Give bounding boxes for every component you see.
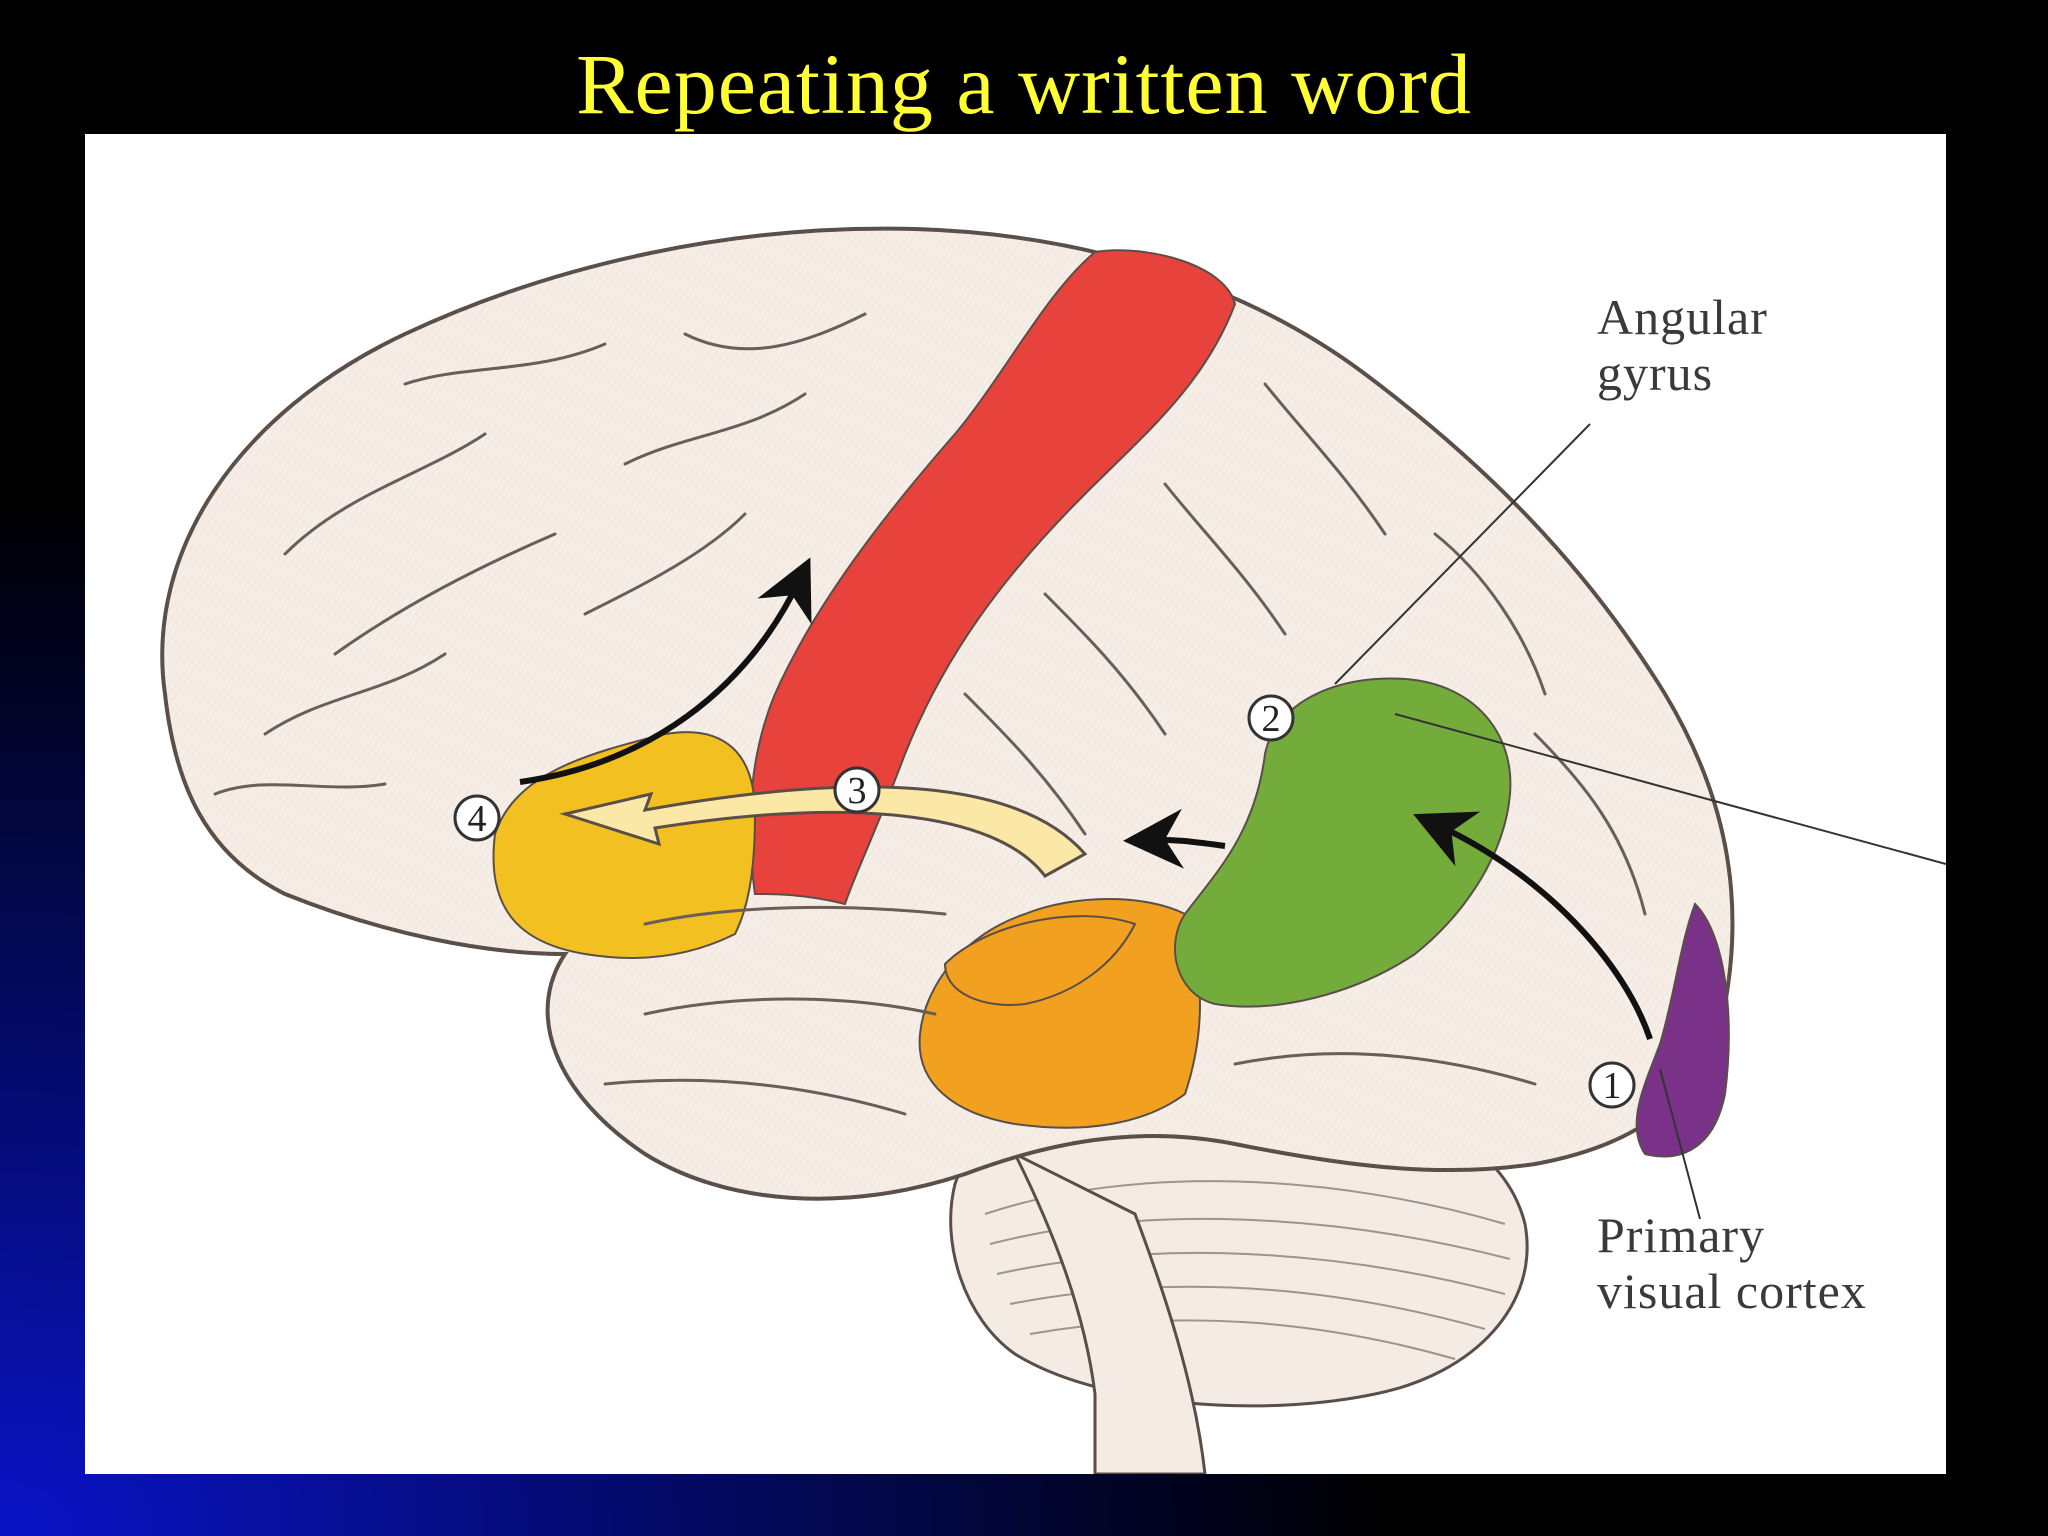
arrow-2-to-3 (1123, 808, 1226, 869)
step-marker-2: 2 (1247, 694, 1295, 742)
visual-cortex-leader (1659, 1068, 1701, 1220)
angular-gyrus-region (1174, 677, 1512, 1008)
arrow-4-to-motor (519, 557, 812, 785)
step-marker-4: 4 (453, 794, 501, 842)
slide-title: Repeating a written word (576, 36, 1472, 132)
step-number-3: 3 (848, 770, 867, 812)
step-marker-1: 1 (1588, 1061, 1636, 1109)
angular-gyrus-leader (1334, 423, 1591, 685)
gyri-contours (213, 312, 1647, 1116)
step-number-4: 4 (468, 798, 487, 840)
step-number-2: 2 (1262, 698, 1281, 740)
brocas-area-region (492, 731, 757, 959)
arrow-3-to-4 (559, 785, 1088, 878)
extra-leader (1394, 713, 1946, 865)
motor-cortex-region (749, 249, 1237, 906)
label-angular-gyrus-line2: gyrus (1597, 345, 1713, 401)
step-number-1: 1 (1603, 1065, 1622, 1107)
brain-figure: 1 2 3 4 Angular gyrus Primary visual cor… (85, 134, 1946, 1474)
brainstem (1011, 1150, 1207, 1474)
brain-diagram: 1 2 3 4 Angular gyrus Primary visual cor… (160, 226, 1946, 1474)
label-visual-cortex-line2: visual cortex (1597, 1263, 1867, 1319)
label-angular-gyrus-line1: Angular (1597, 289, 1768, 345)
label-visual-cortex-line1: Primary (1597, 1207, 1765, 1263)
visual-cortex-region (1635, 902, 1730, 1158)
step-marker-3: 3 (833, 766, 881, 814)
arrow-1-to-2 (1413, 811, 1653, 1040)
